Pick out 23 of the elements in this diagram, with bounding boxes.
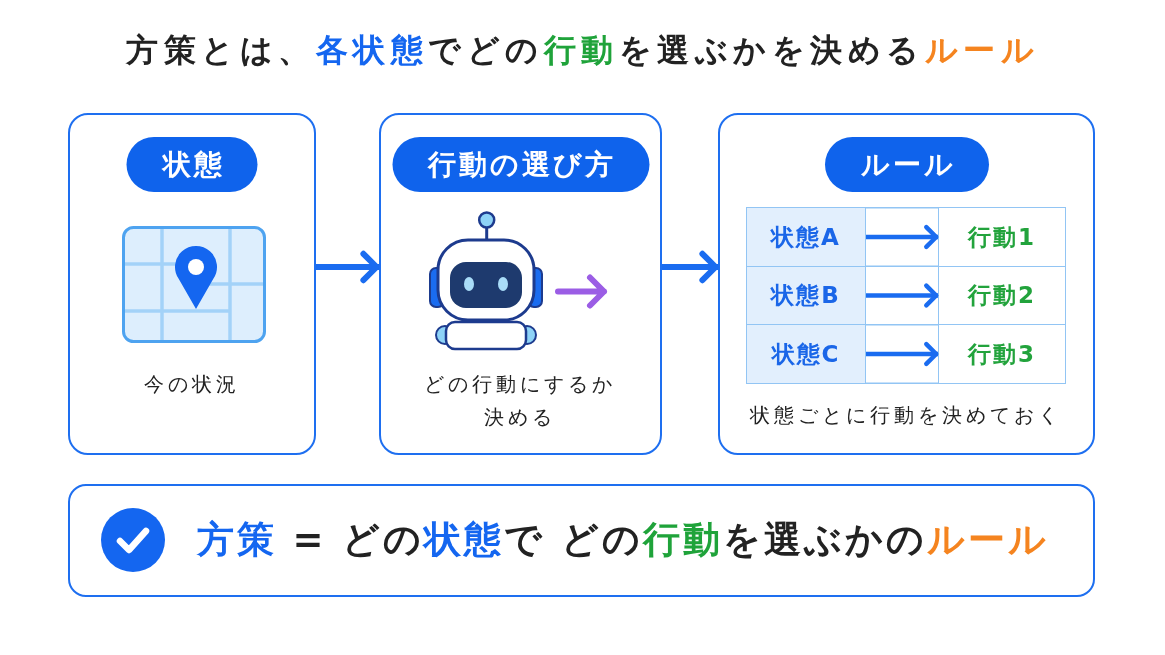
panel-card bbox=[718, 113, 1095, 455]
section-heading: 状態 bbox=[126, 137, 258, 192]
state-cell: 状態A bbox=[746, 207, 866, 267]
arrow bbox=[866, 224, 939, 250]
panel-caption: 今の状況 bbox=[142, 371, 241, 398]
action-cell: 行動2 bbox=[938, 265, 1066, 326]
summary-text: 方策 = どの状態で どの行動を選ぶかのルール bbox=[196, 517, 1050, 563]
state-cell: 状態C bbox=[746, 324, 866, 384]
summary-banner bbox=[68, 484, 1095, 597]
panel-caption: 状態ごとに行動を決めておく bbox=[749, 402, 1063, 429]
page-title: 方策とは、各状態でどの行動を選ぶかを決めるルール bbox=[125, 30, 1040, 71]
state-cell: 状態B bbox=[746, 265, 866, 326]
panel-card bbox=[379, 113, 662, 455]
arrow bbox=[866, 283, 939, 308]
panel-caption: どの行動にするか決める bbox=[423, 371, 617, 431]
action-cell: 行動1 bbox=[938, 207, 1066, 267]
section-heading: ルール bbox=[824, 137, 989, 192]
arrow bbox=[662, 250, 719, 284]
action-cell: 行動3 bbox=[938, 324, 1066, 384]
arrow bbox=[316, 250, 380, 284]
panel-card bbox=[68, 113, 316, 455]
arrow bbox=[866, 341, 939, 367]
section-heading: 行動の選び方 bbox=[392, 137, 649, 192]
